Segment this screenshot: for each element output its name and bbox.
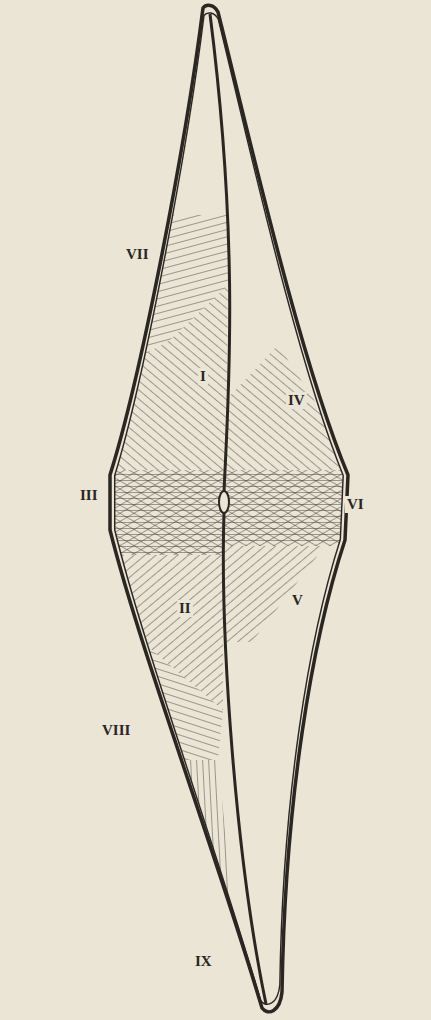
region-label: VI — [345, 496, 366, 513]
striae-region — [223, 546, 325, 642]
valve-outline — [110, 5, 348, 1011]
raphe — [210, 14, 266, 1004]
region-label: VII — [124, 246, 151, 263]
region-label: IV — [286, 392, 307, 409]
striae-region — [90, 285, 228, 470]
region-label: III — [78, 487, 100, 504]
region-label: VIII — [100, 722, 132, 739]
striae-region — [90, 640, 223, 760]
central-nodule — [219, 491, 229, 513]
region-label: IX — [193, 953, 214, 970]
region-label: V — [290, 592, 305, 609]
valve-inner-outline — [115, 13, 343, 1004]
region-label: I — [198, 368, 208, 385]
region-label: II — [177, 600, 193, 617]
